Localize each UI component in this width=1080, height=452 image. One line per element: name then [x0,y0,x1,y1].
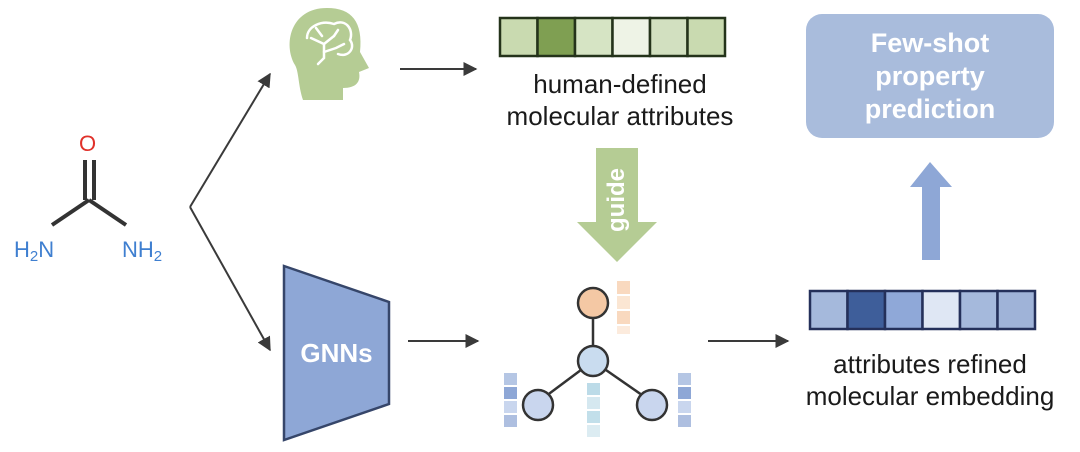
refined-embedding-cell-5 [958,289,999,331]
human-attribute-cell-4 [611,16,652,58]
refined-embedding-cell-3 [883,289,924,331]
human-attribute-cell-5 [648,16,689,58]
refined-embedding-cell-1 [808,289,849,331]
guide-label: guide [603,168,630,232]
refined-embedding-vector [808,289,1037,331]
urea-molecule [50,160,128,227]
oxygen-atom-label: O [79,131,97,156]
human-attribute-cell-2 [536,16,577,58]
prediction-line1: Few-shot [870,27,990,58]
amine-right-label: NH2 [122,237,163,266]
refined-embedding-cell-6 [996,289,1037,331]
gnn-label: GNNs [300,338,373,368]
few-shot-prediction-box: Few-shot property prediction [806,14,1054,138]
human-attribute-cell-6 [686,16,727,58]
human-attribute-cell-1 [498,16,539,58]
human-attributes-caption: human-defined molecular attributes [470,68,770,132]
branch-arrows [189,72,271,352]
up-arrow [910,162,952,260]
refined-embedding-cell-4 [921,289,962,331]
human-attribute-vector [498,16,727,58]
amine-left-label: H2N [14,237,55,266]
prediction-line2: property [875,60,985,91]
refined-embedding-caption: attributes refined molecular embedding [780,348,1080,412]
human-attribute-cell-3 [573,16,614,58]
human-attributes-line2: molecular attributes [506,101,734,131]
refined-embedding-cell-2 [846,289,887,331]
head-brain-icon [289,8,369,100]
human-attributes-line1: human-defined [533,69,707,99]
refined-embedding-line2: molecular embedding [805,381,1055,411]
guide-arrow [577,148,657,262]
prediction-line3: prediction [864,93,996,124]
refined-embedding-line1: attributes refined [833,349,1027,379]
gnn-encoder-shape [282,264,391,442]
molecular-graph [504,281,691,437]
